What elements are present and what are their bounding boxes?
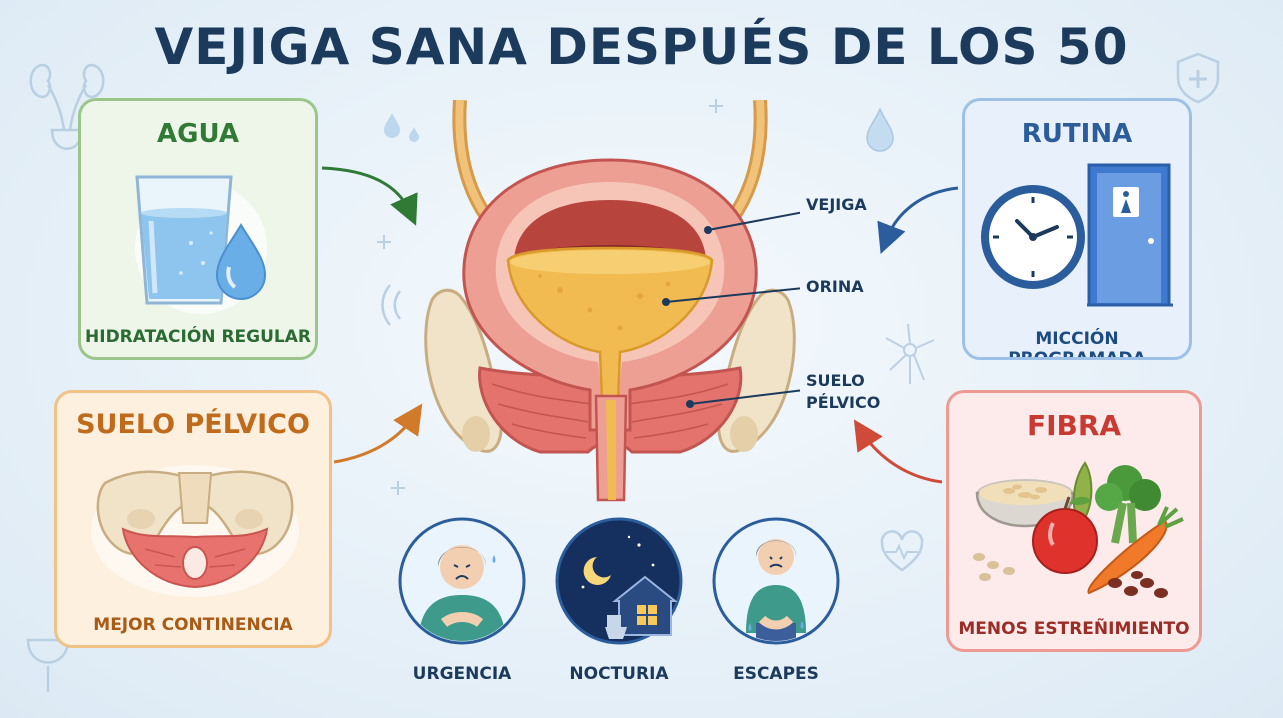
droplet-decor-icon (384, 113, 419, 142)
arrow-fibra (853, 419, 943, 484)
sparkle-decor-icon (391, 481, 405, 495)
symptom-label-escapes: ESCAPES (733, 664, 819, 684)
neuron-decor-icon (885, 323, 935, 384)
night-house-icon (555, 517, 683, 645)
card-caption: MENOS ESTREÑIMIENTO (958, 619, 1190, 639)
card-caption: MEJOR CONTINENCIA (93, 615, 293, 635)
symptom-label-nocturia: NOCTURIA (569, 664, 669, 684)
card-title: AGUA (157, 119, 239, 149)
label-vejiga: VEJIGA (806, 195, 867, 214)
label-suelo-line2: PÉLVICO (806, 393, 881, 412)
sparkle-decor-icon (709, 99, 723, 113)
heart-decor-icon (880, 530, 924, 572)
arrow-agua (321, 166, 418, 226)
card-caption: HIDRATACIÓN REGULAR (85, 327, 311, 347)
label-suelo-line1: SUELO (806, 371, 865, 390)
card-title: FIBRA (1026, 409, 1122, 442)
pelvis-icon (91, 465, 299, 597)
card-title: SUELO PÉLVICO (76, 409, 310, 440)
droplet-decor-icon (866, 107, 894, 152)
arrow-suelo (333, 403, 423, 464)
shield-decor-icon (1176, 52, 1220, 104)
card-title: RUTINA (1021, 119, 1133, 149)
bladder-anatomy (424, 100, 800, 502)
urgency-woman-icon (398, 517, 526, 645)
arrow-rutina (877, 186, 959, 254)
card-agua: AGUA HIDRATACIÓN REGULAR (78, 98, 318, 360)
card-suelo-pelvico: SUELO PÉLVICO MEJOR CONTINENCIA (54, 390, 332, 648)
card-fibra: FIBRA MENOS ESTREÑIMIENTO (946, 390, 1202, 652)
sparkle-decor-icon (377, 235, 391, 249)
page-title: VEJIGA SANA DESPUÉS DE LOS 50 (154, 18, 1129, 76)
clock-door-icon (981, 163, 1173, 307)
symptom-label-urgencia: URGENCIA (412, 664, 512, 684)
wave-decor-icon (381, 284, 402, 326)
food-icon (973, 461, 1184, 598)
card-rutina: RUTINA MICCIÓN PROGRAMADA (962, 98, 1192, 360)
card-caption: MICCIÓN PROGRAMADA (1008, 329, 1146, 360)
leak-woman-icon (712, 517, 840, 645)
water-glass-icon (135, 175, 267, 314)
label-orina: ORINA (806, 277, 864, 296)
